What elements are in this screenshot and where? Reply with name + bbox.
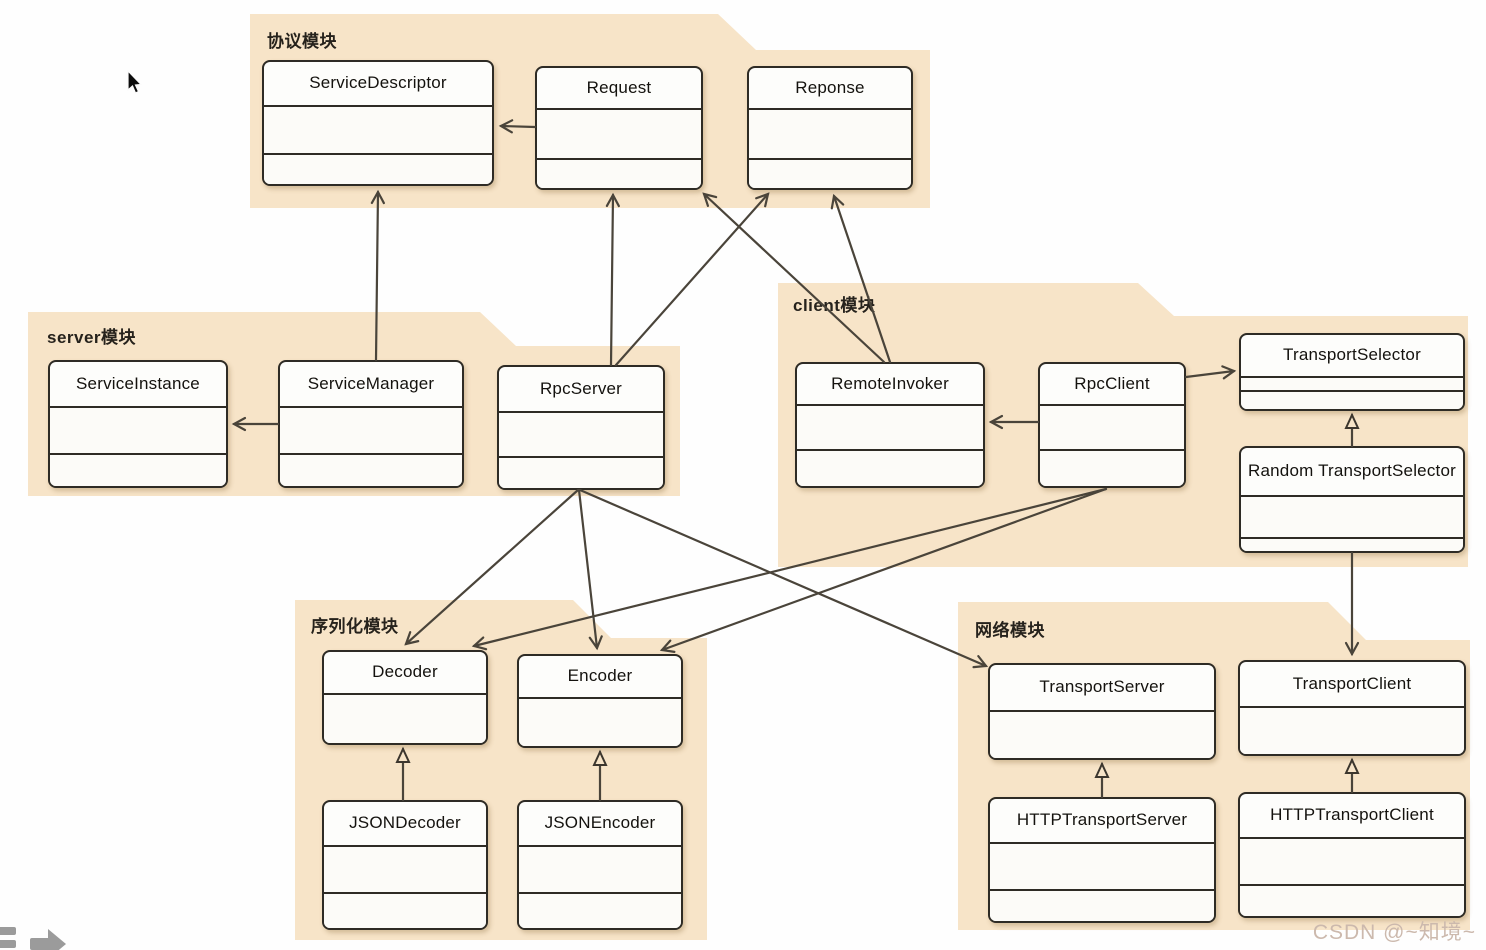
class-name: Encoder	[519, 656, 681, 699]
package-protocol-label: 协议模块	[267, 32, 337, 51]
player-controls	[0, 920, 80, 950]
class-name: RemoteInvoker	[797, 364, 983, 406]
class-service-instance: ServiceInstance	[48, 360, 228, 488]
methods-compartment	[1240, 886, 1464, 916]
methods-compartment	[519, 894, 681, 928]
attributes-compartment	[1240, 839, 1464, 886]
playlist-icon[interactable]	[0, 927, 16, 935]
class-name: RpcServer	[499, 367, 663, 413]
methods-compartment	[280, 455, 462, 486]
class-name: JSONEncoder	[519, 802, 681, 847]
class-name: TransportServer	[990, 665, 1214, 712]
class-name: ServiceInstance	[50, 362, 226, 408]
attributes-compartment	[990, 844, 1214, 891]
methods-compartment	[749, 160, 911, 188]
class-random-transport-selector: Random TransportSelector	[1239, 446, 1465, 553]
attributes-compartment	[280, 408, 462, 455]
class-name: ServiceDescriptor	[264, 62, 492, 107]
attributes-compartment	[537, 110, 701, 160]
attributes-compartment	[749, 110, 911, 160]
class-rpc-client: RpcClient	[1038, 362, 1186, 488]
class-decoder: Decoder	[322, 650, 488, 745]
package-serialization-label: 序列化模块	[311, 617, 399, 636]
class-transport-selector: TransportSelector	[1239, 333, 1465, 411]
attributes-compartment	[264, 107, 492, 155]
class-json-decoder: JSONDecoder	[322, 800, 488, 930]
attributes-compartment	[990, 712, 1214, 758]
class-encoder: Encoder	[517, 654, 683, 748]
class-name: TransportSelector	[1241, 335, 1463, 378]
rel-rpcserver-request	[605, 192, 620, 367]
class-name: HTTPTransportServer	[990, 799, 1214, 844]
package-client-label: client模块	[793, 296, 876, 315]
class-name: JSONDecoder	[324, 802, 486, 847]
attributes-compartment	[324, 695, 486, 743]
methods-compartment	[264, 155, 492, 184]
class-name: TransportClient	[1240, 662, 1464, 708]
attributes-compartment	[519, 847, 681, 894]
methods-compartment	[499, 458, 663, 488]
class-http-transport-server: HTTPTransportServer	[988, 797, 1216, 923]
next-arrow-icon[interactable]	[30, 938, 50, 950]
class-rpc-server: RpcServer	[497, 365, 665, 490]
class-name: Request	[537, 68, 701, 110]
rel-rpcserver-reponse	[614, 192, 770, 367]
package-network-label: 网络模块	[975, 621, 1045, 640]
watermark: CSDN @~知境~	[1312, 921, 1476, 944]
class-name: Reponse	[749, 68, 911, 110]
methods-compartment	[797, 451, 983, 486]
class-reponse: Reponse	[747, 66, 913, 190]
class-request: Request	[535, 66, 703, 190]
class-name: Random TransportSelector	[1241, 448, 1463, 497]
class-transport-client: TransportClient	[1238, 660, 1466, 756]
class-name: RpcClient	[1040, 364, 1184, 406]
methods-compartment	[324, 894, 486, 928]
methods-compartment	[1241, 539, 1463, 551]
attributes-compartment	[519, 699, 681, 746]
class-name: ServiceManager	[280, 362, 462, 408]
attributes-compartment	[324, 847, 486, 894]
package-server-label: server模块	[47, 328, 137, 347]
next-arrow-icon-head[interactable]	[48, 929, 66, 950]
class-name: HTTPTransportClient	[1240, 794, 1464, 839]
methods-compartment	[1040, 451, 1184, 486]
attributes-compartment	[1040, 406, 1184, 451]
attributes-compartment	[50, 408, 226, 455]
methods-compartment	[990, 891, 1214, 921]
mouse-cursor-icon	[127, 70, 143, 94]
attributes-compartment	[1240, 708, 1464, 754]
methods-compartment	[50, 455, 226, 486]
class-name: Decoder	[324, 652, 486, 695]
methods-compartment	[537, 160, 701, 188]
attributes-compartment	[499, 413, 663, 458]
playlist-icon-bar[interactable]	[0, 940, 16, 948]
class-transport-server: TransportServer	[988, 663, 1216, 760]
class-json-encoder: JSONEncoder	[517, 800, 683, 930]
attributes-compartment	[1241, 497, 1463, 539]
class-remote-invoker: RemoteInvoker	[795, 362, 985, 488]
methods-compartment	[1241, 392, 1463, 409]
class-service-descriptor: ServiceDescriptor	[262, 60, 494, 186]
attributes-compartment	[797, 406, 983, 451]
class-service-manager: ServiceManager	[278, 360, 464, 488]
attributes-compartment	[1241, 378, 1463, 392]
class-http-transport-client: HTTPTransportClient	[1238, 792, 1466, 918]
